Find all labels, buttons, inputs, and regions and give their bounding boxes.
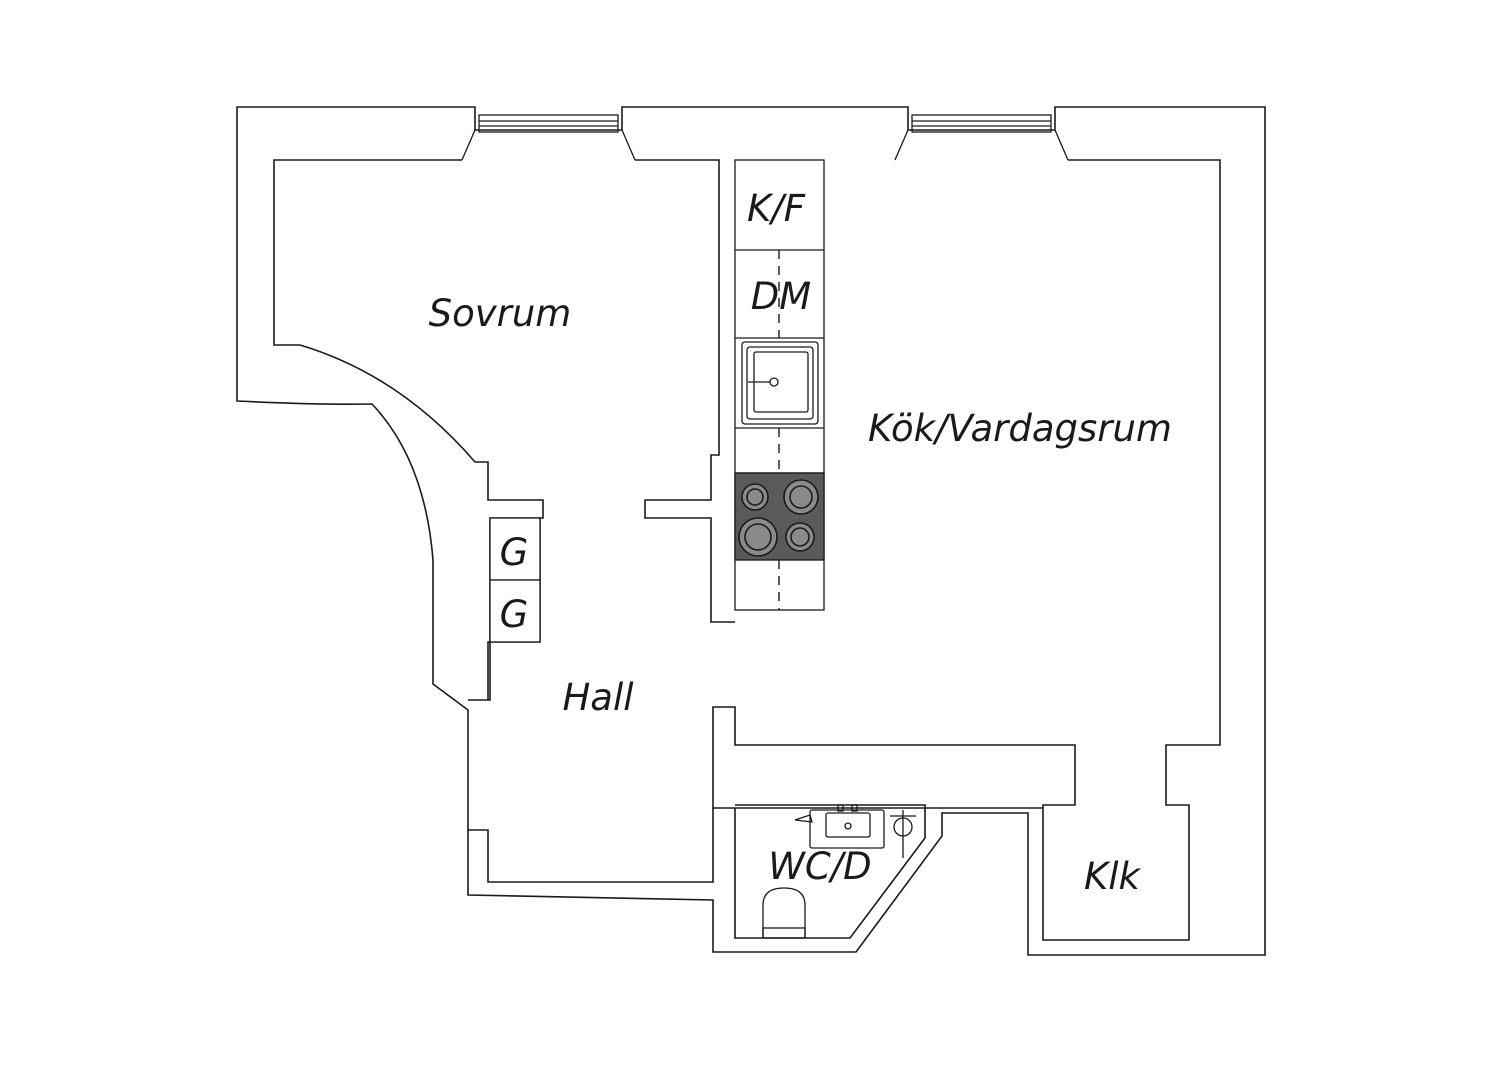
fixture-label-kf: K/F xyxy=(747,187,806,230)
window-right xyxy=(894,114,1069,161)
living-walls xyxy=(712,159,1221,941)
room-label-sovrum: Sovrum xyxy=(429,292,572,335)
bedroom-walls xyxy=(273,159,735,623)
window-left xyxy=(461,114,636,161)
wardrobe-2 xyxy=(489,579,541,643)
washbasin-icon xyxy=(794,804,885,849)
fixture-label-g2: G xyxy=(500,593,529,636)
room-label-hall: Hall xyxy=(562,676,634,719)
fixture-label-dm: DM xyxy=(751,275,811,318)
stove-icon xyxy=(734,472,825,561)
room-label-wc-d: WC/D xyxy=(768,845,871,888)
shower-icon xyxy=(890,810,916,858)
kitchen-sink-icon xyxy=(741,341,819,425)
fixture-label-g1: G xyxy=(500,531,529,574)
room-label-klk: Klk xyxy=(1084,855,1142,898)
room-label-kok-vardagsrum: Kök/Vardagsrum xyxy=(868,407,1172,450)
outer-wall xyxy=(236,106,1266,956)
toilet-icon xyxy=(762,887,806,939)
